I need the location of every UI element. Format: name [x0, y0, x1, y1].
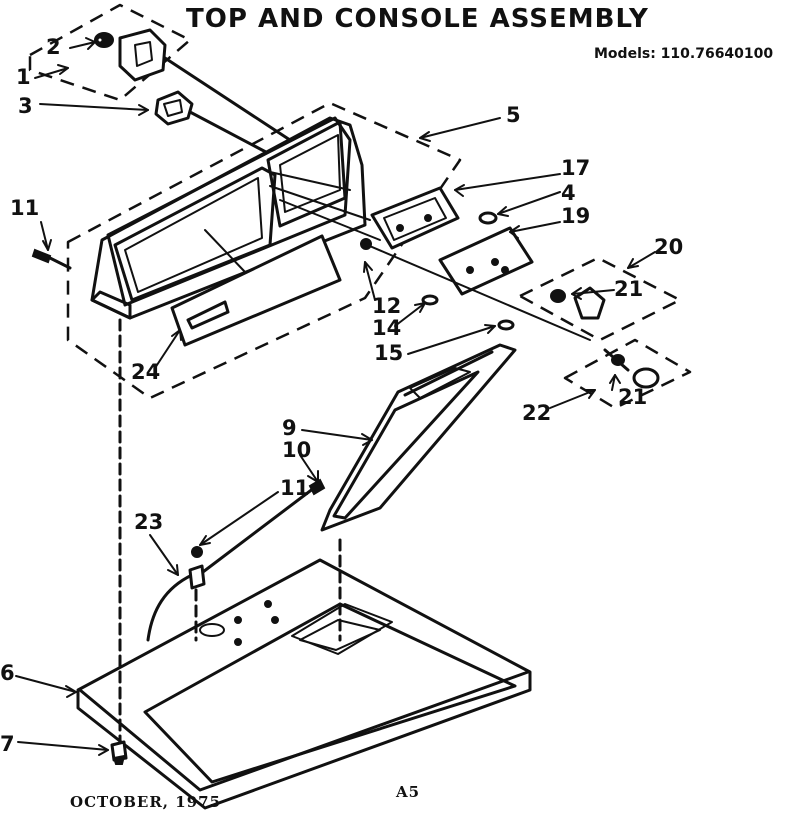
lamp-socket-part-20 — [550, 286, 606, 320]
callout-23: 23 — [134, 510, 164, 534]
screw-part-14 — [421, 294, 439, 306]
callout-19: 19 — [561, 204, 591, 228]
switch-part-17 — [370, 186, 460, 250]
screw-part-10 — [188, 546, 206, 590]
group-box-1 — [28, 3, 192, 102]
callout-24: 24 — [131, 360, 161, 384]
callout-1: 1 — [16, 65, 31, 89]
receptacle-part-3 — [154, 90, 194, 126]
callout-20: 20 — [654, 235, 684, 259]
screw-part-4 — [478, 211, 498, 225]
wire-harness-1 — [163, 56, 292, 142]
callout-21-upper: 21 — [614, 277, 644, 301]
callout-14: 14 — [372, 316, 402, 340]
group-box-20 — [518, 256, 682, 342]
screw-line-11 — [193, 483, 320, 580]
screw-part-7 — [110, 740, 128, 765]
callout-11-lower: 11 — [280, 476, 310, 500]
models-label: Models: 110.76640100 — [594, 46, 774, 62]
group-box-22 — [563, 338, 692, 410]
callout-6: 6 — [0, 661, 15, 685]
callout-10: 10 — [282, 438, 312, 462]
lint-chute-part-9 — [320, 343, 517, 532]
callout-21-lower: 21 — [618, 385, 648, 409]
callout-22: 22 — [522, 401, 552, 425]
group-box-5 — [66, 101, 462, 400]
leader-arrows — [15, 37, 656, 756]
console-to-switch-line — [364, 243, 591, 341]
screw-part-11-upper — [31, 248, 72, 270]
console-panel — [90, 116, 381, 320]
seal-part-23 — [146, 573, 194, 642]
screw-part-15 — [497, 319, 515, 331]
lamp-socket-part-22 — [603, 348, 660, 389]
dryer-top-part-6 — [76, 558, 532, 810]
callout-4: 4 — [561, 181, 576, 205]
footer-date: OCTOBER, 1975 — [70, 793, 222, 811]
footer-page-code: A5 — [396, 783, 421, 801]
callout-5: 5 — [506, 103, 521, 127]
callout-12: 12 — [372, 294, 402, 318]
diagram-title: TOP AND CONSOLE ASSEMBLY — [186, 4, 649, 34]
callout-17: 17 — [561, 156, 591, 180]
callout-7: 7 — [0, 732, 15, 756]
callout-11-upper: 11 — [10, 196, 40, 220]
callout-2: 2 — [46, 35, 61, 59]
callout-3: 3 — [18, 94, 33, 118]
callout-9: 9 — [282, 416, 297, 440]
callout-15: 15 — [374, 341, 404, 365]
terminal-block-part — [118, 28, 167, 82]
screw-part-2 — [94, 32, 114, 48]
